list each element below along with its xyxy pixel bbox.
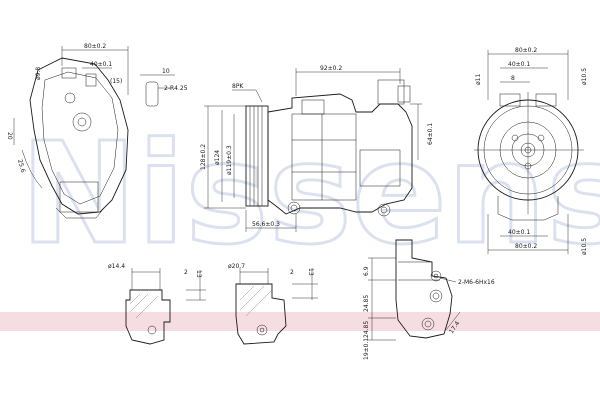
dim-566: 56.6±0.3 (252, 221, 280, 228)
left-view: 80±0.2 40±0.1 (15) 10 ø9.8 20 25.6 2-R4.… (6, 43, 188, 219)
dim-angle: 25.6 (16, 159, 26, 174)
dim-80-front-bot: 80±0.2 (515, 243, 537, 250)
dim-80-left: 80±0.2 (84, 43, 106, 50)
dim-124: ø124 (214, 150, 221, 165)
front-view: 80±0.2 40±0.1 8 ø11 ø10.5 40±0.1 80±0.2 … (474, 47, 588, 255)
dim-80-front-top: 80±0.2 (515, 47, 537, 54)
side-view: 8PK 92±0.2 128±0.2 ø124 ø119± (200, 65, 434, 232)
dim-119: ø119±0.3 (226, 145, 233, 175)
bracket-dim-2485: 24.85 (363, 295, 370, 312)
dim-64: 64±0.1 (427, 123, 434, 145)
dim-40-front-top: 40±0.1 (508, 61, 530, 68)
radius-note: 2-R4.25 (164, 85, 188, 92)
bracket-dim-19: 19±0.1 (363, 338, 370, 360)
dim-phi9: ø9.8 (35, 67, 42, 80)
port1-dim-13: 13 (195, 270, 202, 278)
port1-dia: ø14.4 (108, 263, 125, 270)
dim-15: (15) (110, 78, 122, 85)
dim-40-left: 40±0.1 (90, 61, 112, 68)
belt-label: 8PK (232, 83, 244, 90)
watermark-text: Nissens (20, 113, 600, 276)
port2-dim-13: 13 (307, 268, 314, 276)
dim-10: 10 (162, 68, 170, 75)
port2-dia: ø20.7 (228, 263, 245, 270)
bracket-thread: 2-M6-6Hx16 (458, 279, 495, 286)
bracket-detail: 2-M6-6Hx16 6.9 24.85 24.85 19±0.1 17.4 (363, 239, 495, 360)
bracket-dim-2485b: 24.85 (363, 321, 370, 338)
dim-8: 8 (511, 75, 515, 82)
dim-20: 20 (6, 132, 13, 140)
bracket-dim-69: 6.9 (363, 266, 370, 276)
port2-dim-2: 2 (290, 269, 294, 276)
dim-phi10-top: ø10.5 (581, 68, 588, 85)
dim-phi10-bot: ø10.5 (581, 238, 588, 255)
dim-40-front-bot: 40±0.1 (508, 229, 530, 236)
dim-128: 128±0.2 (200, 144, 207, 170)
port-detail-1: ø14.4 2 13 (108, 263, 206, 345)
dim-phi11: ø11 (475, 74, 482, 85)
pink-band (0, 312, 600, 331)
port1-dim-2: 2 (184, 269, 188, 276)
dim-92: 92±0.2 (320, 65, 342, 72)
port-detail-2: ø20.7 2 13 (228, 263, 318, 345)
